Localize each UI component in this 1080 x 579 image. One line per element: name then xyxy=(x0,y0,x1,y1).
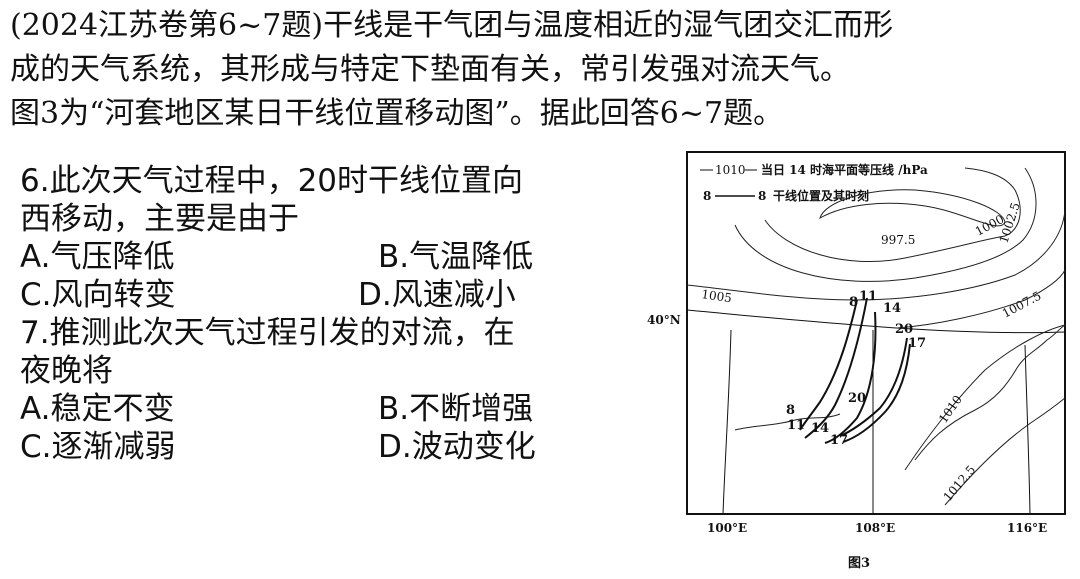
time-label-south-08: 8 xyxy=(786,403,795,418)
q7-options-row-1: A.稳定不变 B.不断增强 xyxy=(20,390,640,428)
dryline-20 xyxy=(839,337,908,437)
q7-option-a[interactable]: A.稳定不变 xyxy=(20,391,175,427)
intro-line-3: 图3为“河套地区某日干线位置移动图”。据此回答6~7题。 xyxy=(10,96,784,131)
q6-option-d[interactable]: D.风速减小 xyxy=(358,277,516,313)
dryline-14 xyxy=(824,311,877,444)
time-label-south-14: 14 xyxy=(811,421,829,436)
isobars xyxy=(686,167,1066,506)
q6-options-row-2: C.风向转变 D.风速减小 xyxy=(20,276,640,314)
q7-options-row-2: C.逐渐减弱 D.波动变化 xyxy=(20,428,640,466)
legend-dryline-to: 8 xyxy=(758,189,766,203)
latitude-label-40n: 40°N xyxy=(647,313,681,327)
isobar-label-997-5: 997.5 xyxy=(881,233,915,247)
coastline xyxy=(914,324,1066,461)
q6-stem-line-1: 6.此次天气过程中，20时干线位置向 xyxy=(20,163,524,199)
questions-block: 6.此次天气过程中，20时干线位置向 西移动，主要是由于 A.气压降低 B.气温… xyxy=(20,162,640,466)
time-label-north-20: 20 xyxy=(895,322,913,337)
q7-stem-line-1: 7.推测此次天气过程引发的对流，在 xyxy=(20,315,515,351)
time-label-north-11: 11 xyxy=(859,289,877,304)
q6-option-a[interactable]: A.气压降低 xyxy=(20,239,175,275)
isobar-1005 xyxy=(686,209,1066,301)
dryline-08 xyxy=(799,299,858,431)
time-label-north-08: 8 xyxy=(849,295,858,310)
latitude-40n-line xyxy=(686,309,1066,334)
intro-line-1: (2024江苏卷第6~7题)干线是干气团与温度相近的湿气团交汇而形 xyxy=(10,8,894,43)
time-label-north-17: 17 xyxy=(908,336,926,351)
q6-stem-line-2: 西移动，主要是由于 xyxy=(20,201,299,237)
legend-isobar-value: 1010 xyxy=(715,163,746,177)
intro-line-2: 成的天气系统，其形成与特定下垫面有关，常引发强对流天气。 xyxy=(10,52,850,87)
time-label-north-14: 14 xyxy=(883,301,901,316)
longitude-label-100e: 100°E xyxy=(707,521,747,535)
isobar-1000 xyxy=(764,167,1021,262)
dryline-11 xyxy=(804,297,868,439)
isobar-1007-5 xyxy=(896,269,1066,329)
dryline-17 xyxy=(842,343,911,443)
q7-option-d[interactable]: D.波动变化 xyxy=(378,429,536,465)
q6-option-c[interactable]: C.风向转变 xyxy=(20,277,176,313)
legend-dryline-text: 干线位置及其时刻 xyxy=(773,188,869,203)
isobar-label-1005: 1005 xyxy=(701,287,733,305)
time-label-south-11: 11 xyxy=(787,418,805,433)
intro-paragraph: (2024江苏卷第6~7题)干线是干气团与温度相近的湿气团交汇而形 成的天气系统… xyxy=(10,4,1070,136)
q6-options-row-1: A.气压降低 B.气温降低 xyxy=(20,238,640,276)
time-label-south-17: 17 xyxy=(830,433,848,448)
time-labels-north: 8 11 14 20 17 xyxy=(849,289,926,351)
legend-isobar-text: 当日 14 时海平面等压线 /hPa xyxy=(761,162,928,177)
isobar-1010 xyxy=(904,324,1066,471)
time-label-south-20: 20 xyxy=(848,391,866,406)
q7-option-b[interactable]: B.不断增强 xyxy=(378,391,534,427)
isobar-1002-5 xyxy=(734,167,1037,282)
longitude-label-116e: 116°E xyxy=(1007,521,1047,535)
q6-option-b[interactable]: B.气温降低 xyxy=(378,239,534,275)
dryline-map-figure: 1010 当日 14 时海平面等压线 /hPa 8 8 干线位置及其时刻 8 1… xyxy=(647,151,1066,571)
longitude-100e-line xyxy=(722,329,732,515)
q7-stem-line-2: 夜晚将 xyxy=(20,353,113,389)
q7-option-c[interactable]: C.逐渐减弱 xyxy=(20,429,176,465)
isobar-1012-5 xyxy=(944,397,1066,506)
longitude-label-108e: 108°E xyxy=(855,521,895,535)
figure-caption: 图3 xyxy=(848,556,870,571)
dry-lines xyxy=(799,297,911,444)
time-labels-south: 8 11 14 17 20 xyxy=(786,391,866,448)
legend-dryline-from: 8 xyxy=(703,189,711,203)
isobar-997-5 xyxy=(819,189,1006,227)
longitude-116e-line xyxy=(1024,344,1031,515)
